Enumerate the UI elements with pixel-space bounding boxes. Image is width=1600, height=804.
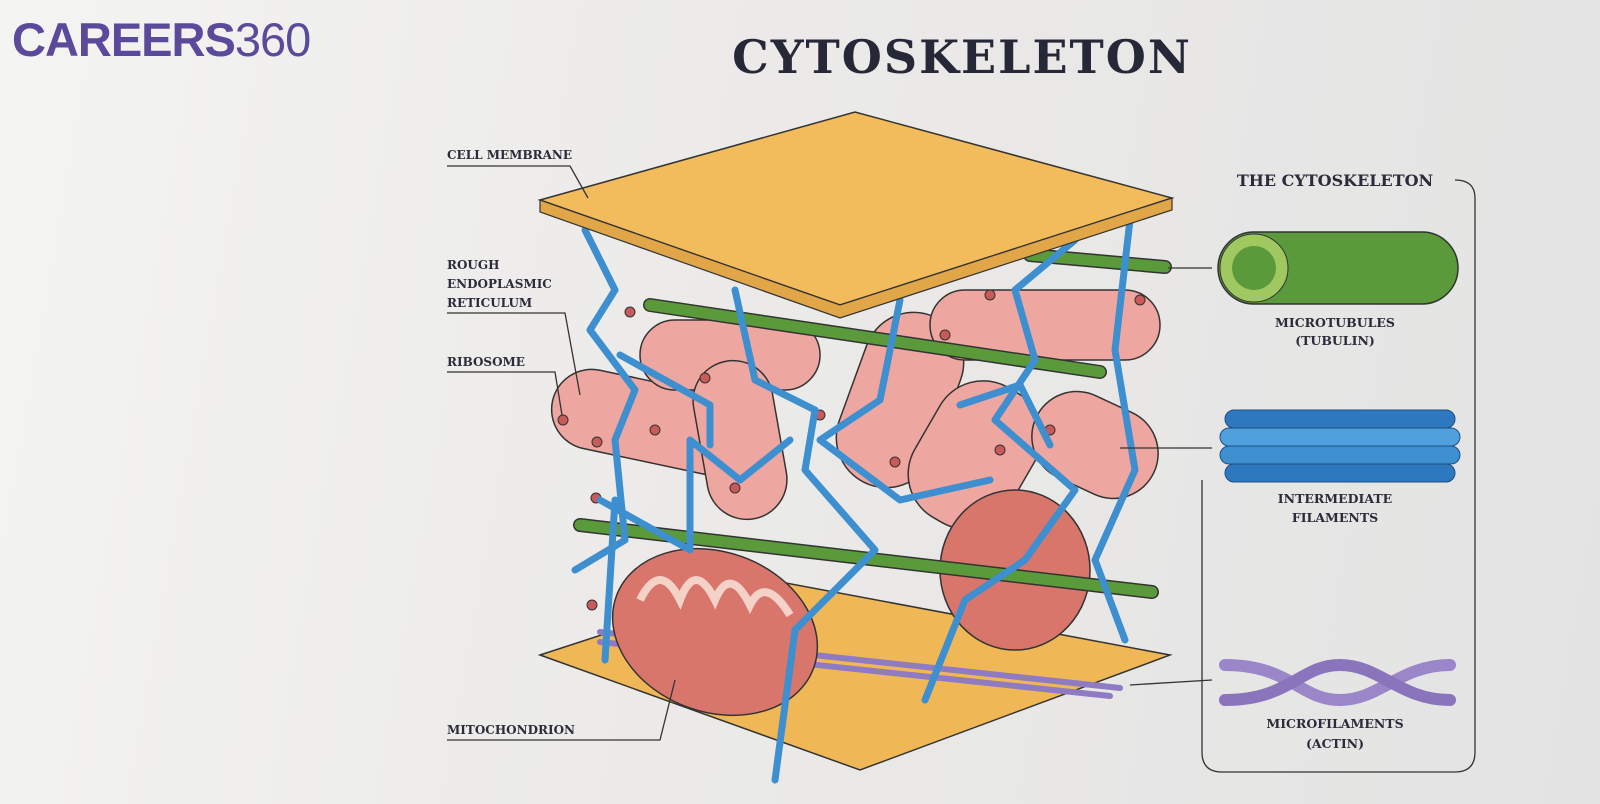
- label-tubulin: (TUBULIN): [1295, 333, 1375, 348]
- actin-illustration: [1219, 658, 1456, 707]
- leader-line: [447, 679, 676, 741]
- microtubule-illustration: [1217, 231, 1459, 305]
- intermediate-filament-illustration: [1219, 409, 1461, 483]
- leader-line: [1129, 679, 1213, 686]
- label-microfilaments: MICROFILAMENTS: [1266, 716, 1403, 731]
- diagram-title: CYTOSKELETON: [732, 30, 1192, 84]
- leader-line: [447, 165, 589, 199]
- label-intermediate: INTERMEDIATE: [1278, 491, 1392, 506]
- panel-bracket: [1201, 179, 1476, 773]
- leader-line: [447, 312, 581, 396]
- label-rer-3: RETICULUM: [447, 296, 532, 310]
- logo-light: 360: [234, 13, 311, 66]
- leader-line: [447, 371, 563, 416]
- mitochondrion-cristae: [636, 576, 794, 618]
- label-filaments: FILAMENTS: [1292, 510, 1378, 525]
- panel-title: THE CYTOSKELETON: [1237, 171, 1433, 190]
- intermediate-filaments: [571, 216, 1139, 784]
- label-microtubules: MICROTUBULES: [1275, 315, 1395, 330]
- logo-bold: CAREERS: [12, 13, 236, 66]
- label-cell-membrane: CELL MEMBRANE: [447, 148, 572, 162]
- label-ribosome: RIBOSOME: [447, 355, 525, 369]
- cell-membrane: [537, 111, 1175, 306]
- rough-endoplasmic-reticulum: [550, 289, 1161, 530]
- label-mitochondrion: MITOCHONDRION: [447, 723, 575, 737]
- label-actin: (ACTIN): [1306, 736, 1364, 751]
- label-rer-1: ROUGH: [447, 258, 499, 272]
- label-rer-2: ENDOPLASMIC: [447, 277, 552, 291]
- careers360-logo: CAREERS360: [12, 12, 311, 67]
- cell-membrane-edge: [539, 197, 1173, 319]
